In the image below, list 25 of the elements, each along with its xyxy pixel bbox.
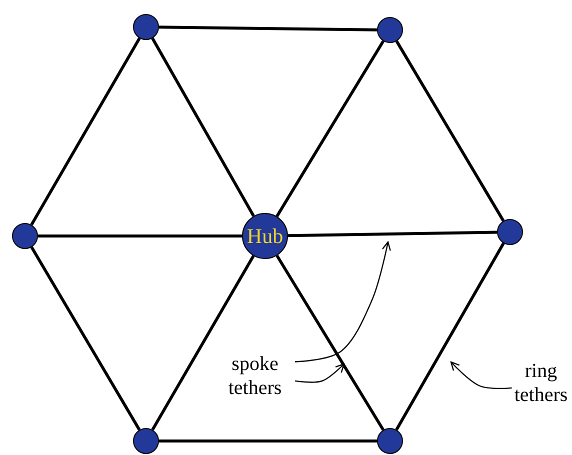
node-circle: [133, 14, 159, 40]
node-circle: [497, 219, 523, 245]
callout-label: spoke tethers: [227, 352, 283, 400]
tether-line: [276, 254, 385, 431]
tether-line: [151, 255, 255, 430]
node-circle: [377, 17, 403, 43]
hub-label: Hub: [246, 224, 284, 248]
hub-circle: [242, 213, 288, 259]
leader-arrow: [294, 363, 345, 383]
tether-line: [30, 246, 141, 431]
tether-line: [38, 234, 242, 238]
tether-line: [276, 40, 385, 218]
tether-line: [158, 26, 378, 32]
tether-line: [151, 38, 255, 217]
callout-label: ring tethers: [513, 359, 569, 407]
tether-line: [159, 440, 377, 442]
leader-arrow: [294, 241, 391, 362]
tether-line: [30, 38, 141, 226]
leader-arrow: [450, 361, 512, 390]
tether-line: [395, 40, 505, 222]
node-circle: [12, 223, 38, 249]
tether-line: [288, 230, 498, 238]
tether-line: [395, 242, 505, 430]
node-circle: [377, 428, 403, 454]
node-circle: [133, 428, 159, 454]
